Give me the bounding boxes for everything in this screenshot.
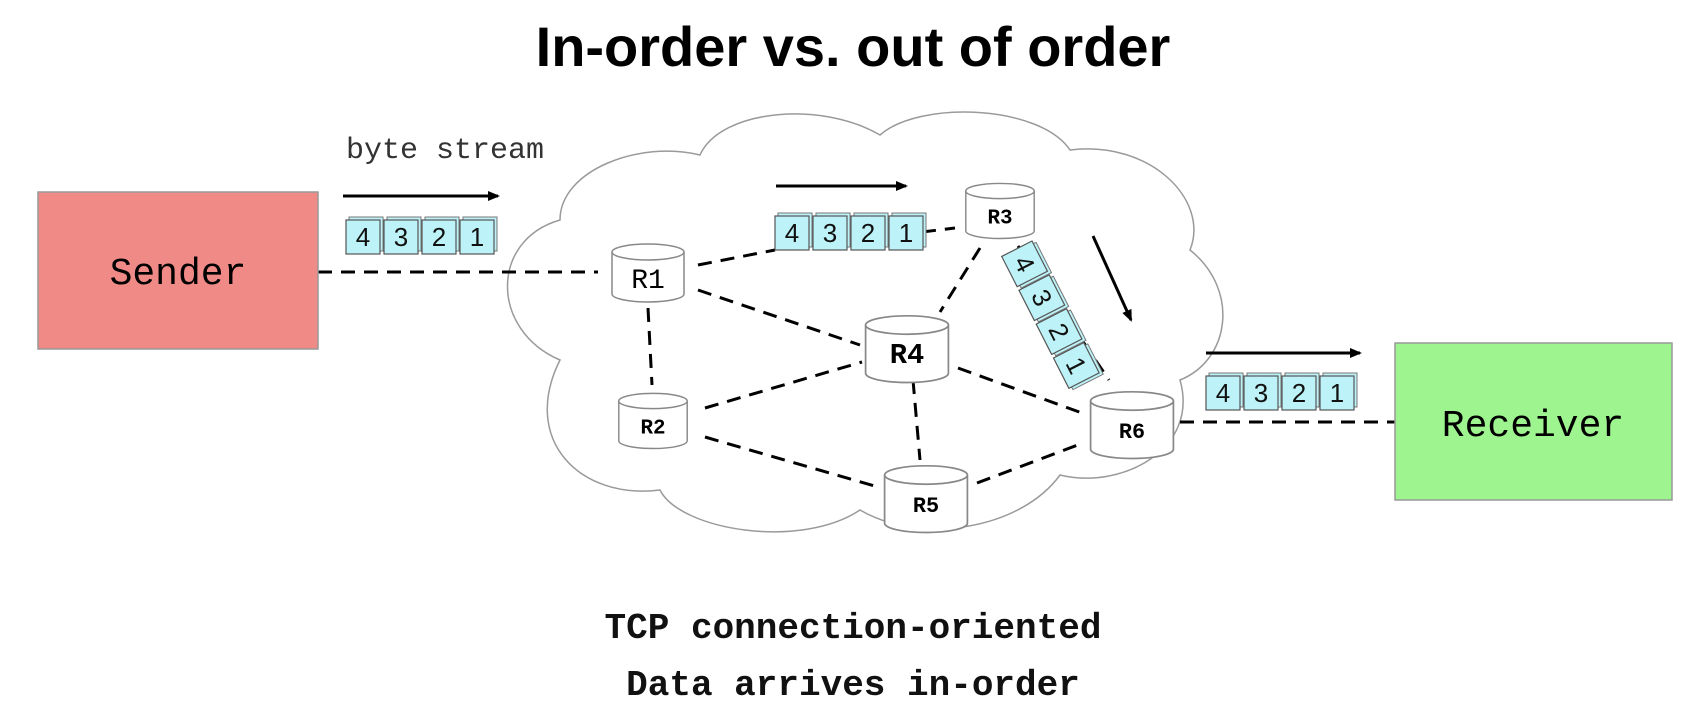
svg-text:R6: R6	[1119, 420, 1145, 445]
packet-label: 1	[899, 218, 913, 248]
sender-label: Sender	[110, 253, 247, 296]
packet-1: 1	[888, 212, 927, 251]
packet-label: 4	[356, 222, 370, 252]
packet-label: 3	[394, 222, 408, 252]
packet-label: 4	[785, 218, 799, 248]
caption-line-2: Data arrives in-order	[626, 665, 1080, 706]
receiver-box	[1394, 342, 1673, 501]
packet-2: 2	[850, 212, 889, 251]
arrow-r3-r6	[1091, 235, 1133, 322]
packet-4: 4	[345, 216, 384, 255]
packet-label: 1	[470, 222, 484, 252]
packet-4: 4	[774, 212, 813, 251]
packet-1: 1	[1319, 372, 1358, 411]
svg-text:R3: R3	[987, 207, 1012, 230]
packet-2: 2	[421, 216, 460, 255]
router-r3: R3	[965, 182, 1035, 240]
packet-label: 4	[1216, 378, 1230, 408]
byte-stream-label: byte stream	[346, 134, 544, 168]
packet-1: 1	[1052, 341, 1104, 391]
router-r2: R2	[618, 392, 688, 450]
svg-text:R1: R1	[631, 266, 665, 297]
packet-4: 4	[1205, 372, 1244, 411]
router-r5: R5	[883, 464, 969, 534]
packet-label: 2	[1292, 378, 1306, 408]
svg-text:R2: R2	[640, 417, 665, 440]
packet-label: 1	[1330, 378, 1344, 408]
packet-4: 4	[1000, 240, 1053, 289]
packet-3: 3	[383, 216, 422, 255]
router-r4: R4	[864, 314, 950, 384]
packet-3: 3	[812, 212, 851, 251]
receiver-label: Receiver	[1442, 405, 1624, 448]
router-r1: R1	[611, 243, 685, 303]
packet-label: 2	[432, 222, 446, 252]
packet-3: 3	[1018, 274, 1070, 323]
packet-3: 3	[1243, 372, 1282, 411]
packet-label: 2	[861, 218, 875, 248]
packet-2: 2	[1281, 372, 1320, 411]
packet-label: 3	[1254, 378, 1268, 408]
page-title: In-order vs. out of order	[535, 15, 1171, 78]
sender-box	[37, 191, 319, 350]
svg-text:R4: R4	[890, 339, 925, 372]
svg-text:R5: R5	[913, 494, 939, 519]
packet-label: 3	[823, 218, 837, 248]
router-r6: R6	[1089, 390, 1175, 460]
packet-1: 1	[459, 216, 498, 255]
caption-line-1: TCP connection-oriented	[604, 608, 1102, 649]
packet-2: 2	[1035, 307, 1087, 357]
network-cloud	[506, 111, 1224, 533]
